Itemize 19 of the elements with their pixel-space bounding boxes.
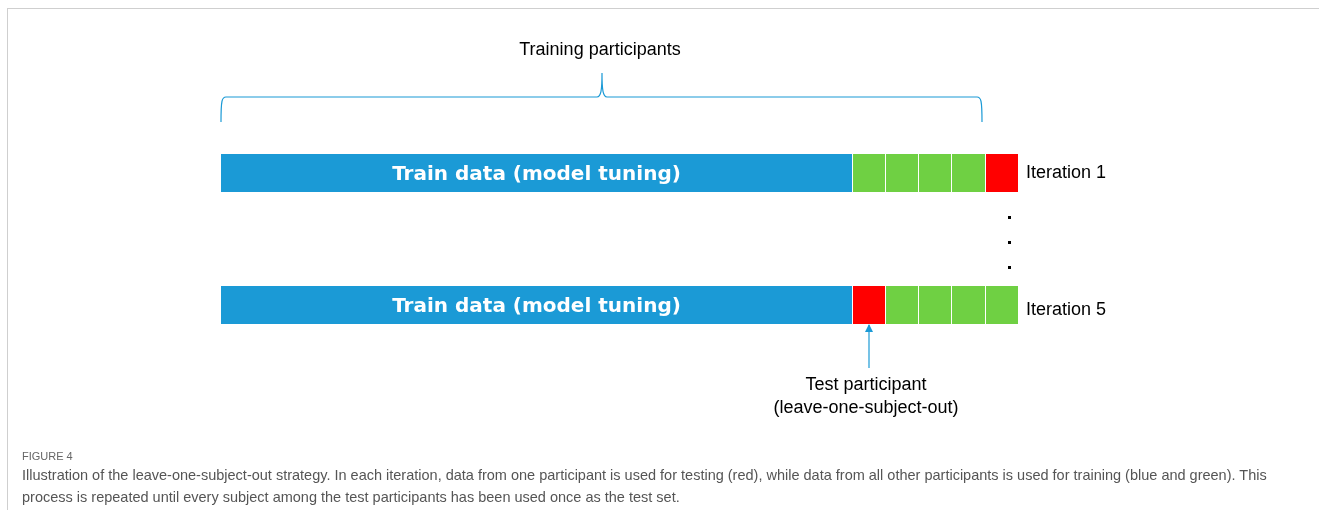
test-block bbox=[986, 154, 1018, 192]
train-data-bar: Train data (model tuning) bbox=[221, 154, 852, 192]
data-block bbox=[853, 154, 885, 192]
data-block bbox=[919, 154, 951, 192]
data-block bbox=[919, 286, 951, 324]
figure-number: FIGURE 4 bbox=[22, 449, 74, 464]
data-block bbox=[952, 154, 985, 192]
iteration-label: Iteration 5 bbox=[1026, 298, 1108, 321]
figure-caption: Illustration of the leave-one-subject-out strategy. In each iteration, data from one participant is used for testing (red), while data from all other participants is used for training (blue and green). This process is repeated until every subject among the test participants has been used once as the test set. bbox=[22, 466, 1268, 507]
data-block bbox=[986, 286, 1018, 324]
arrow bbox=[865, 324, 873, 369]
data-block bbox=[886, 154, 918, 192]
train-data-bar: Train data (model tuning) bbox=[221, 286, 852, 324]
data-block bbox=[886, 286, 918, 324]
bracket-label: Training participants bbox=[518, 38, 682, 61]
iteration-label: Iteration 1 bbox=[1026, 161, 1108, 184]
data-block bbox=[952, 286, 985, 324]
test-block bbox=[853, 286, 885, 324]
callout-text: Test participant (leave-one-subject-out) bbox=[766, 372, 966, 420]
